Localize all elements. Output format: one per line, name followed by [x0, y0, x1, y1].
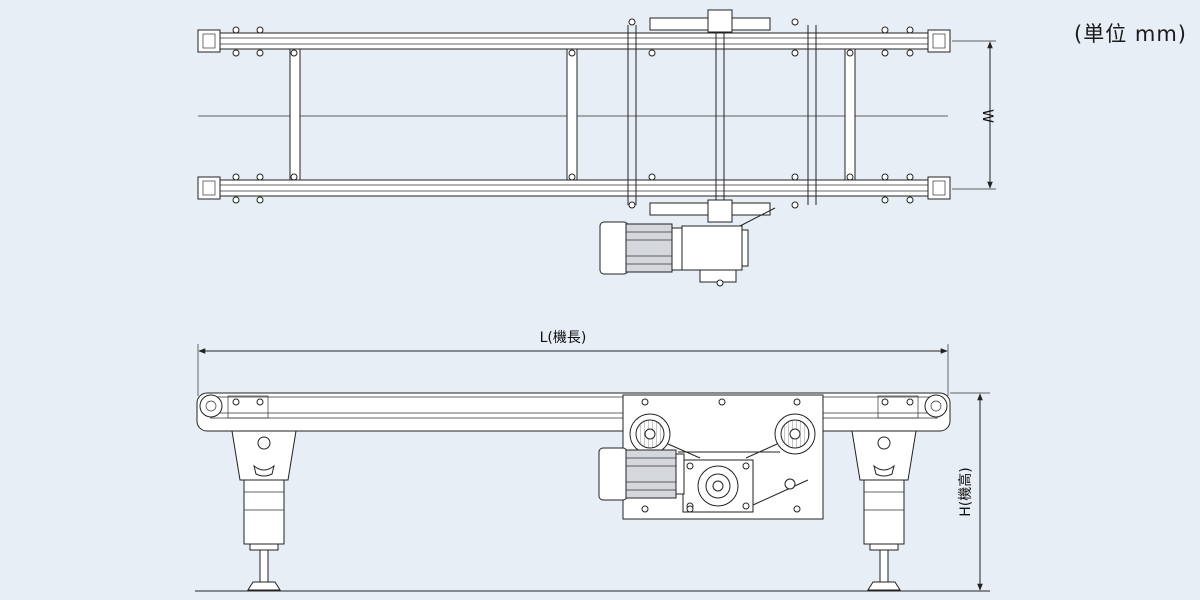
plan-motor — [599, 207, 776, 287]
plan-end-pulleys — [197, 29, 951, 200]
length-dimension-label: L(機長) — [540, 330, 587, 346]
plan-bolts — [232, 18, 914, 209]
plan-bottom-rail — [199, 179, 951, 197]
height-dimension: H(機高) — [950, 392, 990, 591]
drive-unit — [598, 394, 824, 520]
plan-view: W — [197, 9, 996, 287]
length-dimension: L(機長) — [197, 330, 949, 396]
left-leg — [231, 430, 297, 591]
plan-drive-frame — [627, 9, 817, 223]
width-dimension: W — [952, 40, 996, 190]
side-view: L(機長) — [195, 330, 990, 592]
height-dimension-label: H(機高) — [957, 467, 974, 516]
plan-cross-members — [289, 48, 856, 181]
plan-top-rail — [199, 32, 951, 50]
width-dimension-label: W — [979, 109, 995, 123]
side-frame — [196, 392, 951, 432]
unit-label: (単位 mm) — [1074, 22, 1187, 46]
right-leg — [851, 430, 917, 591]
